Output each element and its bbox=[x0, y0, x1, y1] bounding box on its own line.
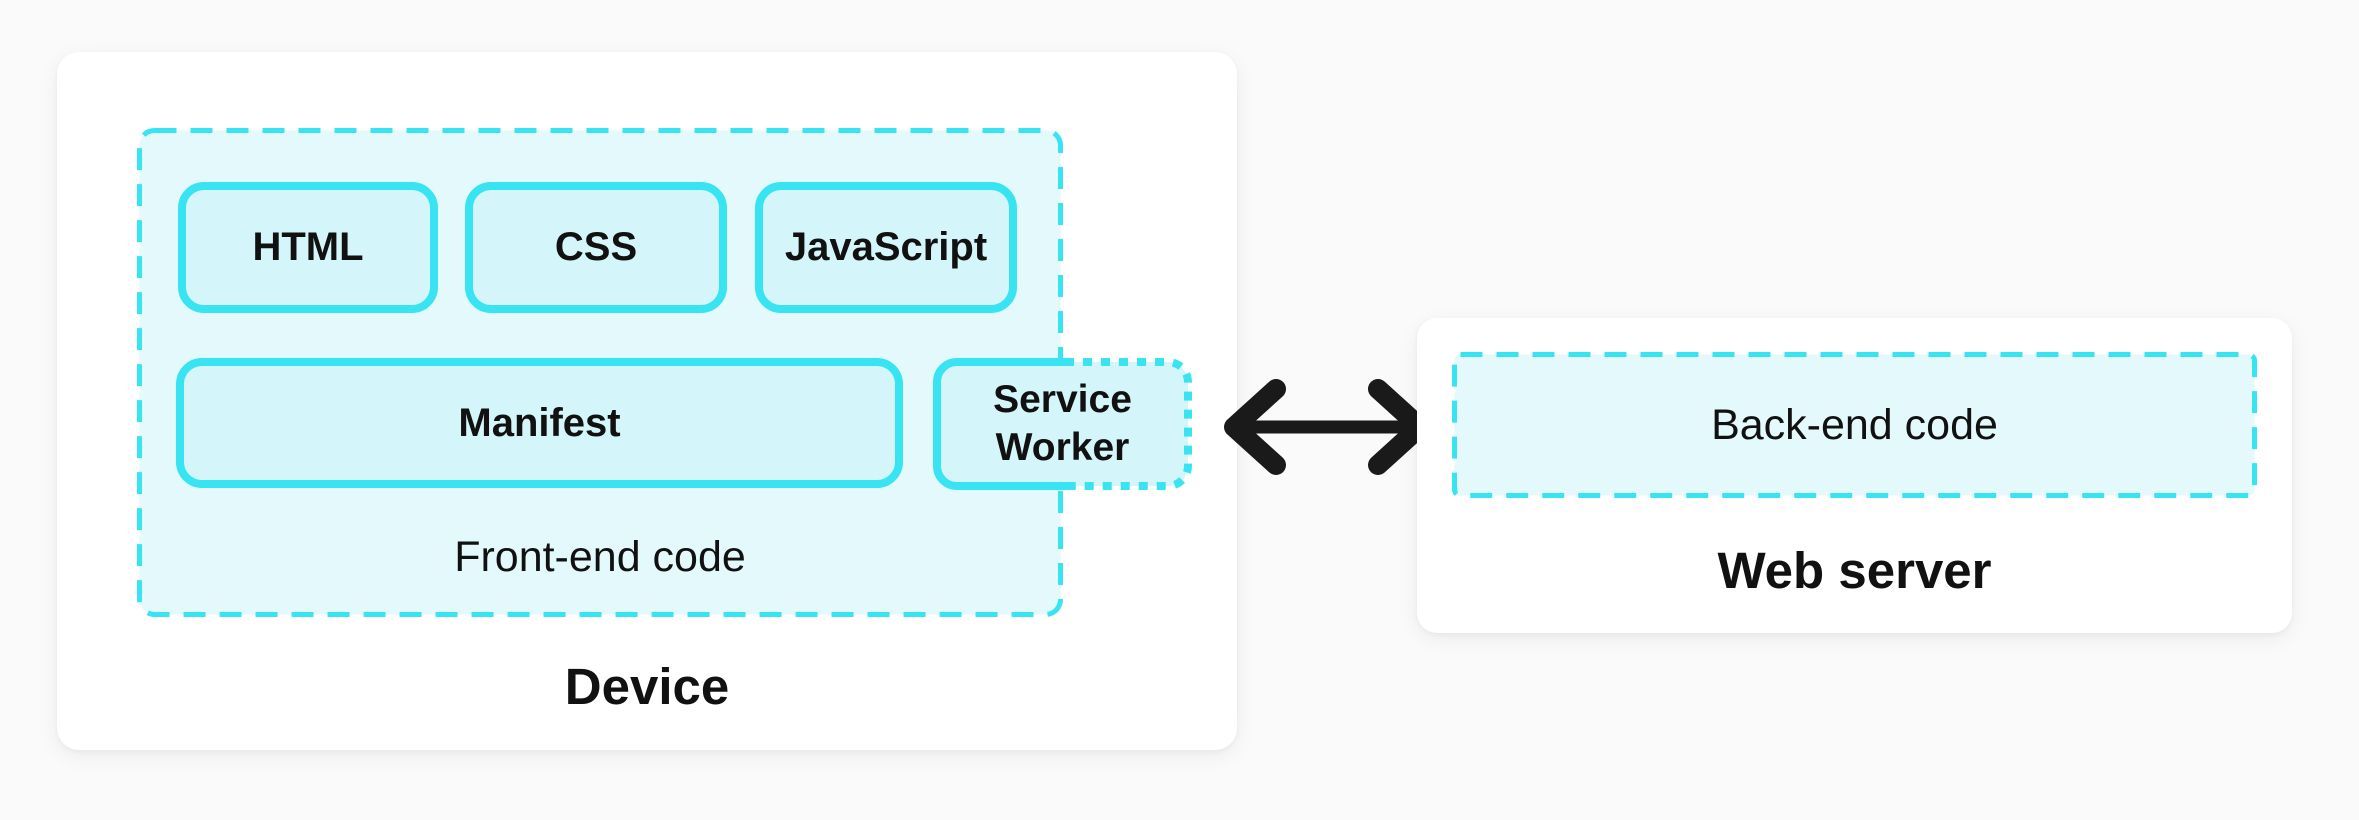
html-box: HTML bbox=[178, 182, 438, 313]
backend-panel-dashed-border bbox=[1452, 352, 2257, 498]
service-worker-label: Service Worker bbox=[993, 378, 1132, 469]
css-box: CSS bbox=[465, 182, 727, 313]
bidirectional-arrow-icon bbox=[1224, 379, 1430, 475]
css-box-label: CSS bbox=[554, 225, 638, 269]
javascript-box: JavaScript bbox=[755, 182, 1017, 313]
device-title: Device bbox=[564, 657, 730, 715]
backend-panel-label: Back-end code bbox=[1711, 400, 1998, 449]
manifest-box-label: Manifest bbox=[458, 400, 621, 445]
javascript-box-label: JavaScript bbox=[784, 225, 988, 269]
backend-panel: Back-end code bbox=[1452, 352, 2257, 498]
web-server-card: Back-end code Web server bbox=[1417, 318, 2292, 633]
manifest-box: Manifest bbox=[176, 358, 903, 488]
frontend-panel-title: Front-end code bbox=[454, 532, 746, 581]
service-worker-border bbox=[933, 358, 1192, 490]
device-card: HTML CSS JavaScript Manifest Service Wor… bbox=[57, 52, 1237, 750]
web-server-title: Web server bbox=[1717, 541, 1992, 599]
html-box-label: HTML bbox=[252, 225, 364, 269]
service-worker-box: Service Worker bbox=[933, 358, 1192, 490]
